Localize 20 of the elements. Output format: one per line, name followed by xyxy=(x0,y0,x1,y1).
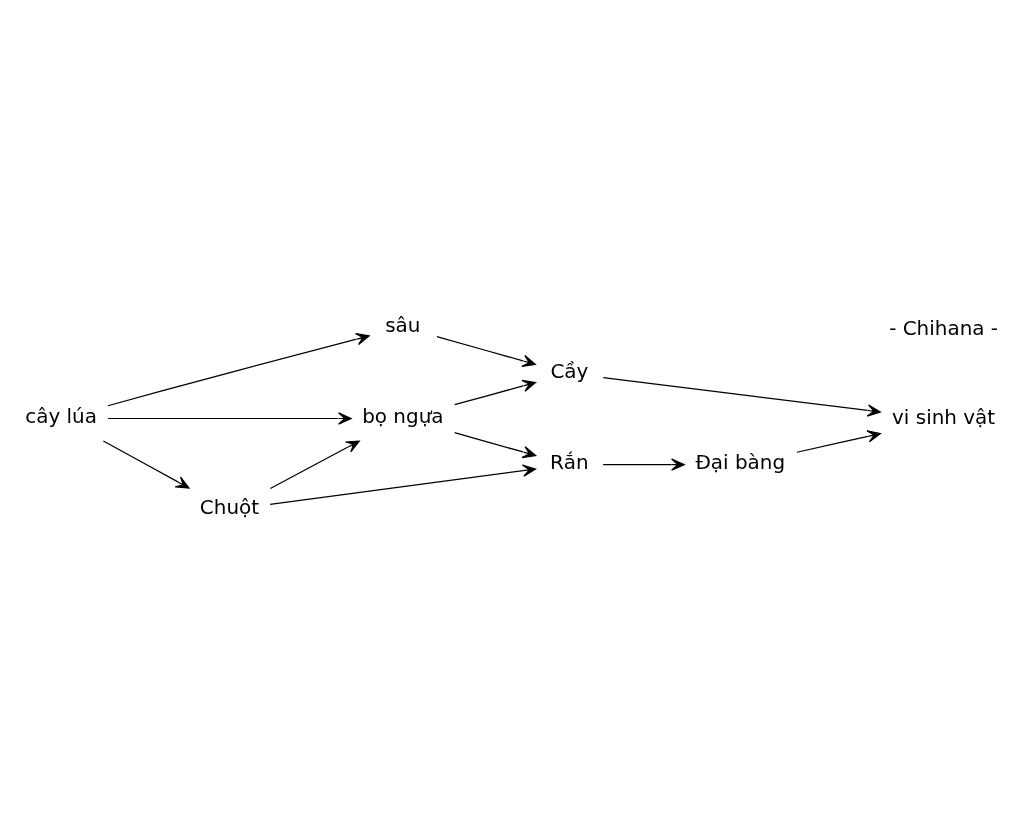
arrow xyxy=(269,464,537,505)
arrow xyxy=(602,458,685,471)
node-text: bọ ngựa xyxy=(362,404,444,429)
arrow xyxy=(602,377,881,417)
arrow xyxy=(454,379,537,406)
arrow xyxy=(796,430,882,453)
arrow xyxy=(269,440,360,490)
arrow xyxy=(107,412,352,425)
arrow xyxy=(107,332,370,407)
arrow xyxy=(102,440,190,489)
node-text: vi sinh vật xyxy=(892,405,996,430)
node-text: Đại bàng xyxy=(695,450,786,475)
arrow xyxy=(436,336,536,368)
node-text: Chuột xyxy=(199,495,260,520)
node-text: Cầy xyxy=(550,359,589,384)
node-text: Rắn xyxy=(550,450,589,475)
node-text: sâu xyxy=(385,313,421,338)
node-text: cây lúa xyxy=(25,404,97,429)
arrow xyxy=(454,432,537,459)
label: - Chihana - xyxy=(889,315,999,340)
